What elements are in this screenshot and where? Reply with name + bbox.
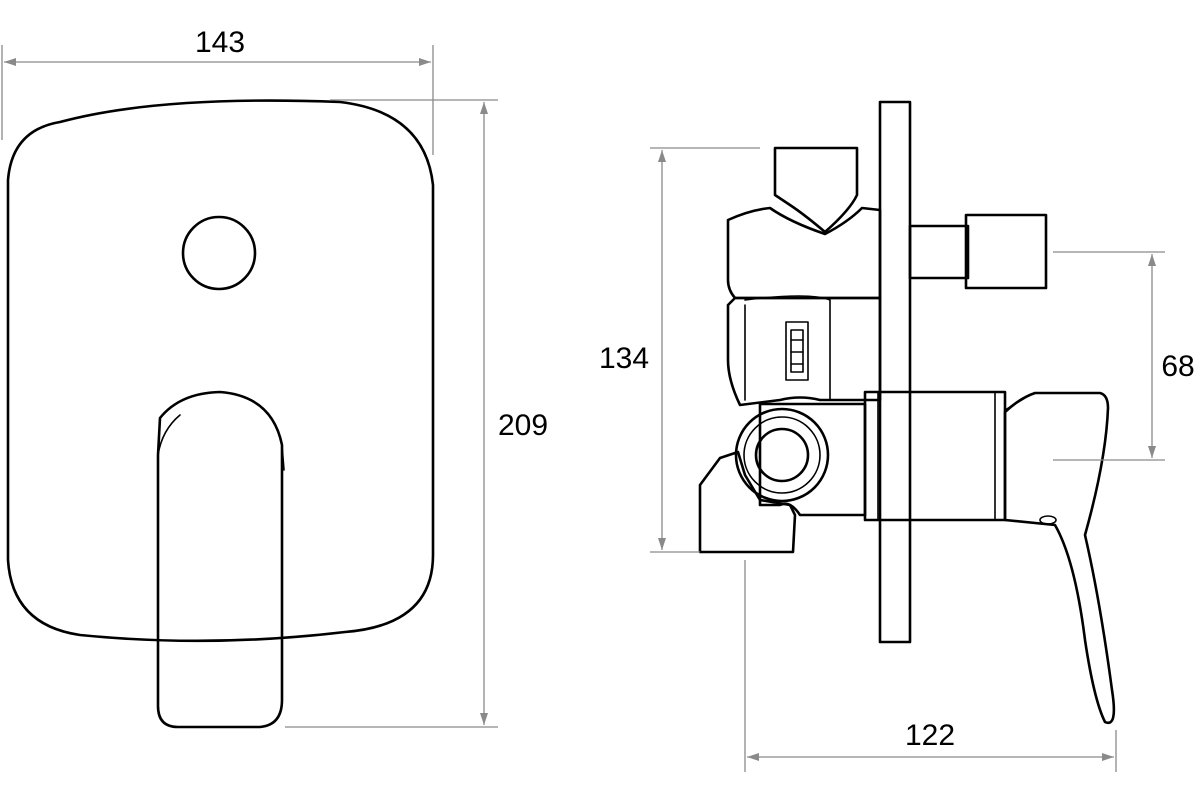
side-view — [698, 100, 1116, 725]
height-label: 209 — [498, 409, 548, 442]
outlet-ring-mid — [743, 416, 821, 494]
lever-side-screw — [1039, 515, 1057, 525]
side-dimensions: 134 68 122 — [599, 147, 1195, 772]
mounting-plate — [878, 100, 912, 644]
mixer-housing — [863, 390, 1007, 522]
lever-side-edge — [1004, 394, 1031, 411]
lever-side — [1003, 391, 1116, 725]
outlet-ring-outer — [734, 407, 830, 503]
filter-window-inner — [790, 329, 804, 373]
top-cartridge — [773, 146, 859, 234]
lower-bracket — [698, 450, 797, 554]
lever-handle-edge — [157, 414, 285, 471]
depth-label: 122 — [905, 719, 955, 752]
cover-plate — [6, 99, 435, 643]
front-dimensions: 143 209 — [1, 26, 548, 728]
diverter-knob — [181, 215, 257, 291]
front-view — [6, 99, 435, 729]
lever-handle — [156, 390, 284, 729]
outlet-ring-inner — [754, 427, 810, 483]
side-height-label: 134 — [599, 342, 649, 375]
valve-body-upper — [726, 206, 882, 300]
connector-collar — [908, 224, 970, 280]
offset-label: 68 — [1161, 350, 1194, 383]
connector-nut — [964, 213, 1048, 290]
width-label: 143 — [195, 26, 245, 59]
filter-window — [785, 321, 809, 381]
valve-body-middle — [726, 296, 882, 407]
body-middle-inner-curve — [744, 295, 831, 401]
